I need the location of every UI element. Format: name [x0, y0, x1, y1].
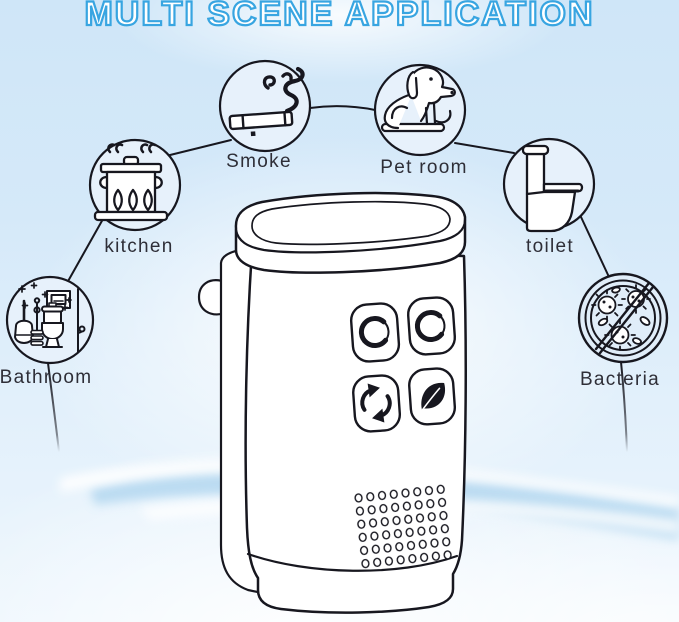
cigarette-smoke-icon [228, 66, 305, 137]
slash [594, 281, 655, 355]
scene-bathroom [5, 275, 95, 365]
cycle-button [352, 374, 402, 433]
connector-lines [47, 105, 628, 453]
no-bacteria-icon [584, 279, 662, 357]
scene-pet-room [373, 63, 467, 157]
cooking-pot-icon [93, 143, 169, 222]
refresh-icon [360, 383, 392, 423]
leaf-icon [420, 383, 446, 413]
power-plug-icon [197, 279, 228, 316]
page-title: MULTI SCENE APPLICATION [83, 0, 595, 34]
dial-button-left [349, 302, 401, 363]
scene-bacteria [577, 272, 669, 364]
line-kitchen-bathroom [66, 218, 104, 284]
deodorizer-device [197, 191, 467, 614]
dial-button-right [406, 296, 457, 356]
germ [591, 284, 651, 351]
bathroom-cleaning-icon [14, 282, 86, 353]
dog-icon [380, 66, 456, 133]
scene-toilet [502, 137, 596, 233]
line-smoke-kitchen [165, 139, 232, 157]
dial-icon [358, 316, 390, 349]
label-bacteria: Bacteria [579, 369, 661, 390]
line-bacteria-tail [620, 361, 628, 453]
scene-smoke [218, 59, 312, 153]
line-bathroom-tail [47, 362, 60, 453]
device-buttons [349, 296, 457, 433]
dial-icon [414, 310, 446, 343]
label-toilet: toilet [526, 236, 574, 257]
label-kitchen: kitchen [104, 236, 174, 257]
vent-holes [352, 482, 455, 571]
label-bathroom: Bathroom [0, 367, 93, 388]
ozone-button [408, 367, 457, 426]
line-petroom-toilet [454, 142, 515, 154]
device-lid-inner-line [251, 200, 451, 246]
line-toilet-bacteria [580, 216, 610, 278]
toilet-icon [521, 144, 584, 233]
line-smoke-petroom [309, 105, 376, 111]
scene-kitchen [88, 138, 182, 232]
device-lid-crease [234, 218, 467, 254]
microbe-pills [597, 286, 651, 345]
sparkles [18, 282, 72, 311]
label-smoke: Smoke [226, 151, 292, 172]
label-pet-room: Pet room [380, 157, 468, 178]
